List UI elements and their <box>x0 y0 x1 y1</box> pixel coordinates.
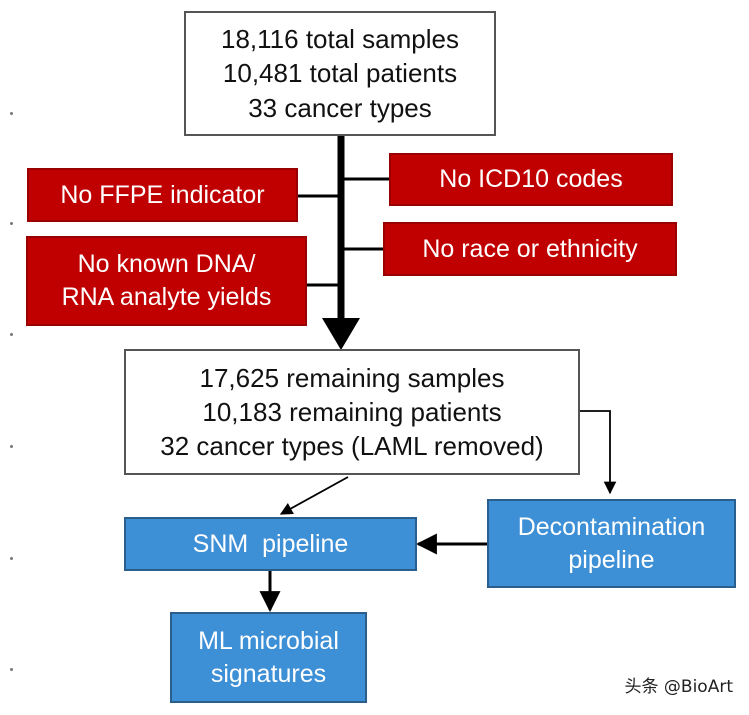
remaining-samples-text: 17,625 remaining samples <box>199 362 505 393</box>
start-summary-box: 18,116 total samples 10,481 total patien… <box>184 11 496 136</box>
remaining-summary-box: 17,625 remaining samples 10,183 remainin… <box>124 349 580 475</box>
exclusion-no-ffpe-box: No FFPE indicator <box>27 168 298 222</box>
exclusion-no-analyte-line1: No known DNA/ <box>77 250 256 278</box>
watermark-text: 头条 @BioArt <box>624 677 733 697</box>
remaining-cancer-types-text: 32 cancer types (LAML removed) <box>160 431 544 462</box>
exclusion-no-icd10-box: No ICD10 codes <box>389 153 673 206</box>
exclusion-no-ffpe-text: No FFPE indicator <box>60 180 265 209</box>
total-cancer-types-text: 33 cancer types <box>248 92 432 123</box>
exclusion-no-analyte-box: No known DNA/ RNA analyte yields <box>26 236 307 326</box>
ml-signatures-box: ML microbial signatures <box>170 612 367 703</box>
total-samples-text: 18,116 total samples <box>221 24 459 55</box>
arrow-remaining-to-decontamination <box>580 410 617 495</box>
exclusion-no-race-text: No race or ethnicity <box>422 234 638 263</box>
remaining-patients-text: 10,183 remaining patients <box>202 396 502 427</box>
exclusion-no-analyte-line2: RNA analyte yields <box>61 283 272 311</box>
ml-signatures-line1: ML microbial <box>198 626 339 655</box>
snm-pipeline-box: SNM pipeline <box>124 517 417 571</box>
total-patients-text: 10,481 total patients <box>222 58 458 89</box>
decontamination-line2: pipeline <box>568 545 655 574</box>
snm-pipeline-text: SNM pipeline <box>192 529 349 558</box>
decontamination-pipeline-box: Decontamination pipeline <box>487 499 736 588</box>
arrow-remaining-to-snm <box>279 476 349 515</box>
decontamination-line1: Decontamination <box>517 512 706 541</box>
exclusion-no-race-box: No race or ethnicity <box>383 222 677 276</box>
main-trunk-arrowhead <box>322 318 360 350</box>
ml-signatures-line2: signatures <box>210 659 327 688</box>
exclusion-no-icd10-text: No ICD10 codes <box>439 165 623 193</box>
